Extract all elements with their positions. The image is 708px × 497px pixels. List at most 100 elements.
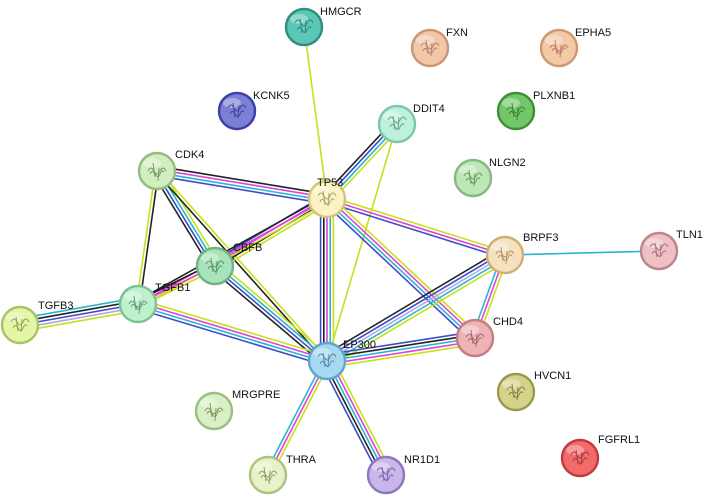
node-highlight <box>645 238 663 248</box>
edge-evidence-textmining <box>135 170 157 304</box>
node-ep300[interactable]: EP300 <box>307 339 376 381</box>
edge-brpf3-tln1[interactable] <box>504 250 660 256</box>
node-highlight <box>545 35 563 45</box>
node-circle-nlgn2 <box>453 158 493 198</box>
node-circle-fxn <box>410 28 450 68</box>
edge-evidence-database <box>328 257 508 365</box>
edge-cdk4-tp53[interactable] <box>156 165 328 205</box>
edge-layer <box>18 26 660 479</box>
node-tgfb1[interactable]: TGFB1 <box>118 282 190 324</box>
edge-tgfb1-ep300[interactable] <box>136 298 329 367</box>
edge-evidence-other <box>320 363 382 479</box>
node-highlight <box>461 325 479 335</box>
node-kcnk5[interactable]: KCNK5 <box>217 90 290 131</box>
edge-evidence-coexpression <box>326 334 475 359</box>
node-circle-cbfb <box>195 246 235 286</box>
edge-evidence-database <box>18 296 138 320</box>
node-highlight <box>201 253 219 263</box>
edge-evidence-coexpression <box>157 165 328 196</box>
node-label-fxn: FXN <box>446 27 468 39</box>
node-circle-brpf3 <box>485 235 525 275</box>
node-circle-nr1d1 <box>366 455 406 495</box>
node-epha5[interactable]: EPHA5 <box>539 27 611 68</box>
protein-structure-icon <box>147 162 167 182</box>
node-brpf3[interactable]: BRPF3 <box>485 232 558 275</box>
edge-evidence-experiments <box>326 198 506 256</box>
protein-structure-icon <box>227 102 247 119</box>
edge-cdk4-tgfb1[interactable] <box>135 170 160 305</box>
node-highlight <box>143 158 161 168</box>
edge-evidence-other <box>136 307 326 367</box>
node-label-chd4: CHD4 <box>493 316 523 328</box>
node-circle-ep300 <box>307 341 347 381</box>
node-fxn[interactable]: FXN <box>410 27 468 68</box>
edge-evidence-coexpression <box>19 300 138 323</box>
node-nlgn2[interactable]: NLGN2 <box>453 157 526 198</box>
edge-tp53-chd4[interactable] <box>323 194 479 343</box>
edge-chd4-ep300[interactable] <box>325 330 477 369</box>
node-circle-epha5 <box>539 28 579 68</box>
node-mrgpre[interactable]: MRGPRE <box>194 389 280 431</box>
node-hmgcr[interactable]: HMGCR <box>284 6 362 47</box>
node-highlight <box>459 165 477 175</box>
edge-evidence-experiments <box>329 359 390 474</box>
protein-structure-icon <box>376 466 396 482</box>
protein-structure-icon <box>317 190 337 207</box>
edge-evidence-database <box>504 250 660 256</box>
edge-evidence-database <box>215 264 329 361</box>
node-chd4[interactable]: CHD4 <box>455 316 523 358</box>
node-highlight <box>124 291 142 301</box>
node-hvcn1[interactable]: HVCN1 <box>496 370 571 412</box>
node-highlight <box>223 98 241 108</box>
node-circle-tgfb1 <box>118 284 158 324</box>
edge-ep300-nr1d1[interactable] <box>320 357 393 479</box>
edge-evidence-homology <box>20 306 139 329</box>
edge-evidence-other <box>213 266 327 363</box>
node-tln1[interactable]: TLN1 <box>639 229 703 271</box>
node-cbfb[interactable]: CBFB <box>195 242 262 286</box>
edge-tp53-brpf3[interactable] <box>325 195 507 259</box>
protein-structure-icon <box>649 242 669 258</box>
node-circle-mrgpre <box>194 391 234 431</box>
node-highlight <box>416 35 434 45</box>
edge-tp53-ep300[interactable] <box>319 199 335 361</box>
edge-ddit4-ep300[interactable] <box>326 123 398 362</box>
edge-tp53-tgfb1[interactable] <box>136 195 329 308</box>
protein-structure-icon <box>128 295 148 315</box>
protein-structure-icon <box>506 383 526 401</box>
node-cdk4[interactable]: CDK4 <box>137 149 204 191</box>
edge-tgfb1-tgfb3[interactable] <box>18 296 140 333</box>
node-label-ddit4: DDIT4 <box>413 103 445 115</box>
edge-evidence-textmining <box>157 169 329 361</box>
node-circle-thra <box>248 455 288 495</box>
node-thra[interactable]: THRA <box>248 454 317 495</box>
node-label-hvcn1: HVCN1 <box>534 370 571 382</box>
edge-evidence-textmining <box>326 123 398 362</box>
protein-structure-icon <box>549 39 569 59</box>
edge-ep300-thra[interactable] <box>264 359 331 477</box>
node-plxnb1[interactable]: PLXNB1 <box>496 90 575 131</box>
edge-evidence-textmining <box>20 309 140 333</box>
node-nr1d1[interactable]: NR1D1 <box>366 454 440 495</box>
node-circle-tln1 <box>639 231 679 271</box>
edge-hmgcr-tp53[interactable] <box>303 26 328 200</box>
node-circle-cdk4 <box>137 151 177 191</box>
edge-evidence-coexpression <box>138 171 160 305</box>
node-tgfb3[interactable]: TGFB3 <box>0 300 73 345</box>
edge-evidence-experiments <box>267 360 328 476</box>
edge-evidence-experiments <box>327 197 477 338</box>
node-fgfrl1[interactable]: FGFRL1 <box>560 434 640 478</box>
protein-structure-icon <box>506 102 526 121</box>
node-tp53[interactable]: TP53 <box>307 177 347 219</box>
node-label-tgfb3: TGFB3 <box>38 300 73 312</box>
node-label-nlgn2: NLGN2 <box>489 157 526 169</box>
node-highlight <box>254 462 272 472</box>
edge-evidence-textmining <box>139 298 329 358</box>
edge-evidence-other <box>19 303 139 326</box>
node-label-cdk4: CDK4 <box>175 149 204 161</box>
node-ddit4[interactable]: DDIT4 <box>377 103 445 144</box>
node-highlight <box>313 186 331 196</box>
node-label-fgfrl1: FGFRL1 <box>598 434 640 446</box>
node-circle-plxnb1 <box>496 91 536 131</box>
